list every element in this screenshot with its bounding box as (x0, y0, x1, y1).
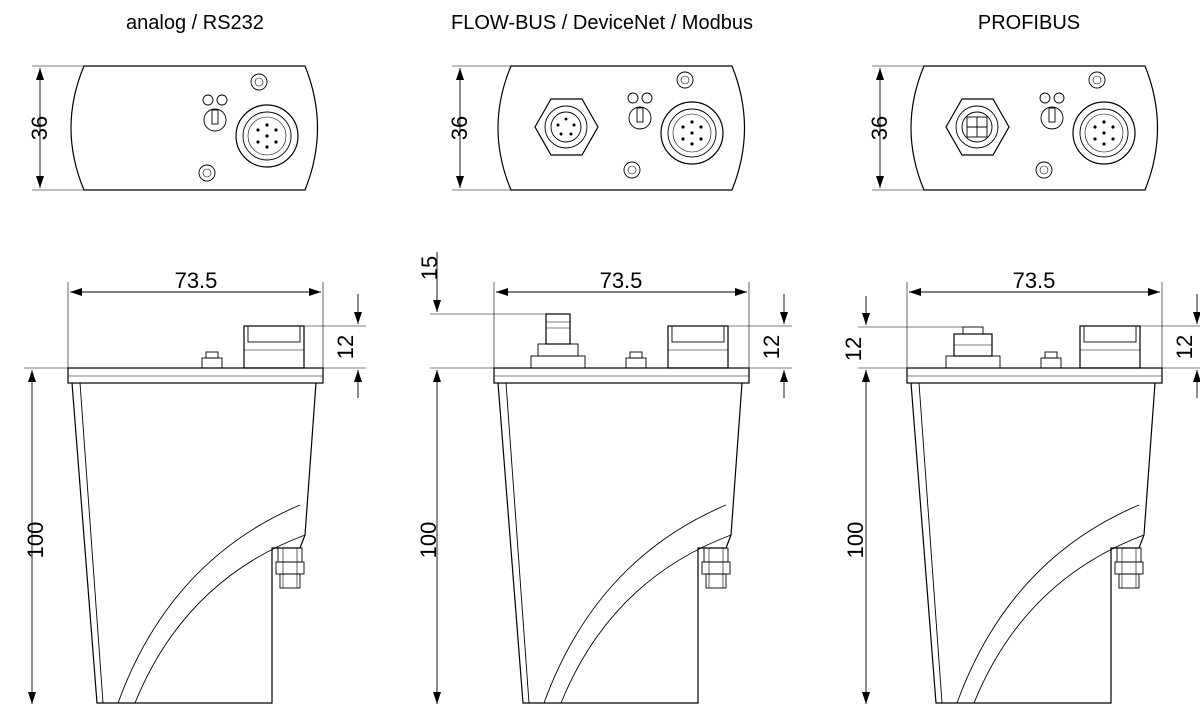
cable-gland-icon (275, 547, 305, 589)
dimension-36: 36 (27, 65, 84, 191)
mounting-screw-icon (676, 71, 694, 89)
screw-side-icon (1040, 351, 1062, 369)
svg-text:12: 12 (841, 337, 866, 361)
svg-text:100: 100 (23, 522, 48, 559)
bus-connector-side-icon (530, 313, 586, 369)
led-indicator-icon (202, 94, 228, 106)
svg-text:12: 12 (333, 335, 358, 359)
side-view: 73.5 (23, 268, 366, 704)
top-view: 36 (447, 65, 746, 191)
screw-side-icon (625, 351, 647, 369)
dimension-12-bus: 12 (841, 296, 963, 369)
led-indicator-icon (1039, 92, 1065, 104)
cable-gland-icon (1114, 547, 1144, 589)
dimension-100: 100 (416, 370, 441, 704)
svg-text:100: 100 (416, 522, 441, 559)
view-title: FLOW-BUS / DeviceNet / Modbus (451, 12, 753, 34)
svg-text:36: 36 (867, 116, 892, 140)
side-view: 73.5 (841, 268, 1200, 704)
main-connector-icon (1072, 101, 1136, 165)
dimension-12: 12 (300, 294, 366, 398)
bus-connector-icon (945, 98, 1010, 156)
mounting-screw-icon (1088, 71, 1106, 89)
mounting-screw-icon (623, 161, 641, 179)
mounting-screw-icon (198, 164, 216, 182)
led-indicator-icon (627, 92, 653, 104)
jumper-switch-icon (1040, 106, 1064, 130)
svg-text:36: 36 (27, 116, 52, 140)
svg-text:100: 100 (843, 522, 868, 559)
main-connector-icon (660, 101, 724, 165)
dimension-12-main: 12 (1136, 294, 1200, 398)
bus-connector-side-icon (945, 326, 1001, 369)
main-connector-side-icon (667, 325, 729, 369)
view-analog-rs232: analog / RS232 36 (23, 12, 366, 704)
dimension-12: 12 (724, 294, 792, 398)
dimension-100: 100 (23, 367, 68, 704)
top-view: 36 (867, 65, 1159, 191)
cable-gland-icon (701, 547, 731, 589)
side-view: 73.5 (416, 252, 792, 704)
view-title: PROFIBUS (978, 12, 1080, 34)
svg-text:12: 12 (759, 335, 784, 359)
view-profibus: PROFIBUS 36 (841, 12, 1200, 704)
jumper-switch-icon (203, 108, 227, 132)
main-connector-side-icon (1079, 325, 1141, 369)
svg-text:73.5: 73.5 (600, 268, 643, 293)
view-title: analog / RS232 (126, 12, 264, 34)
dimension-100: 100 (843, 370, 870, 704)
top-view: 36 (27, 65, 319, 191)
svg-text:36: 36 (447, 116, 472, 140)
mounting-screw-icon (250, 73, 268, 91)
dimension-73-5: 73.5 (493, 268, 750, 368)
view-flowbus-devicenet-modbus: FLOW-BUS / DeviceNet / Modbus 36 (416, 12, 792, 704)
dimension-73-5: 73.5 (906, 268, 1163, 368)
screw-side-icon (201, 351, 223, 369)
svg-text:12: 12 (1172, 335, 1197, 359)
svg-text:15: 15 (417, 256, 442, 280)
dimension-73-5: 73.5 (67, 268, 324, 368)
main-connector-icon (235, 104, 299, 168)
svg-text:73.5: 73.5 (1013, 268, 1056, 293)
dimension-36: 36 (867, 65, 924, 191)
dimension-15: 15 (417, 252, 546, 369)
jumper-switch-icon (628, 106, 652, 130)
bus-connector-icon (534, 98, 599, 156)
main-connector-side-icon (243, 325, 305, 369)
dimension-36: 36 (447, 65, 511, 191)
svg-text:73.5: 73.5 (175, 268, 218, 293)
mounting-screw-icon (1035, 161, 1053, 179)
